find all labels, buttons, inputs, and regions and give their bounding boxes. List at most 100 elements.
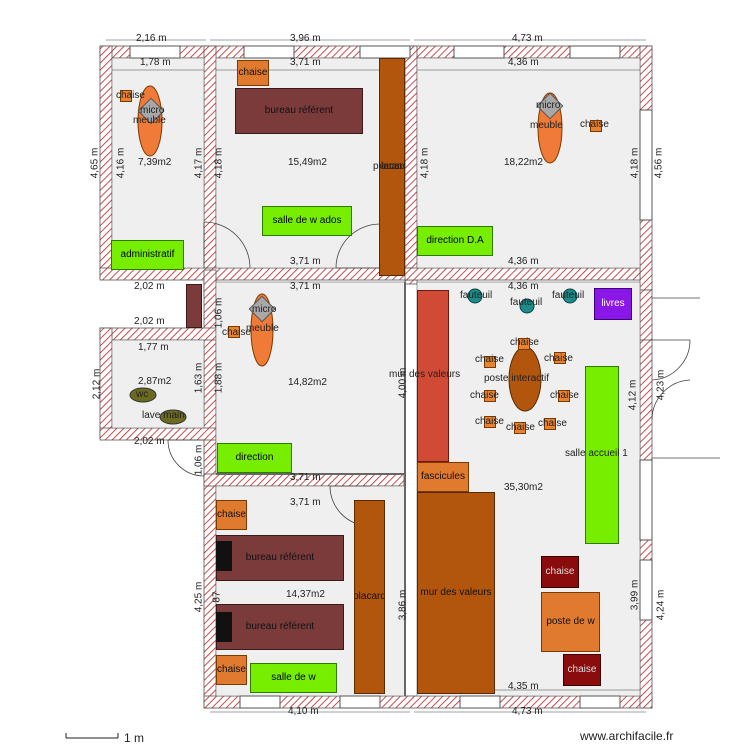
scale-bar (65, 733, 119, 739)
dim-in-371-a: 3,71 m (290, 57, 321, 68)
salle-accueil (585, 366, 619, 544)
chaise-small-9 (484, 416, 496, 428)
dim-v-386: 3,86 m (397, 589, 409, 621)
chaise-top: chaise (237, 60, 269, 86)
chaise-small-10 (514, 422, 526, 434)
dim-mid-436-b: 4,36 m (508, 256, 539, 267)
lbl-chaise-6: chaise (544, 353, 573, 364)
area-7: 14,37m2 (286, 589, 325, 600)
mur-valeurs-top (417, 290, 449, 462)
lbl-meuble-1: meuble (133, 115, 166, 126)
chaise-small-11 (544, 418, 556, 430)
lbl-lave-main: lave main (142, 410, 185, 421)
area-2: 15,49m2 (288, 157, 327, 168)
dim-v-399: 3,99 m (629, 579, 641, 611)
mur-valeurs-bottom: mur des valeurs (417, 492, 495, 694)
bureau-referent-bottom-a: bureau référent (216, 535, 344, 581)
area-1: 7,39m2 (138, 157, 172, 168)
dim-bot-435: 4,35 m (508, 681, 539, 692)
lbl-chaise-5: chaise (475, 354, 504, 365)
chaise-small-7 (484, 390, 496, 402)
windows (129, 45, 653, 709)
archifacile-link[interactable]: www.archifacile.fr (580, 729, 674, 743)
placard-bottom: placard (354, 500, 385, 694)
dim-top-473: 4,73 m (512, 33, 543, 44)
doors (167, 221, 720, 527)
lbl-chaise-2: chaise (580, 119, 609, 130)
lbl-fauteuil-3: fauteuil (552, 290, 585, 301)
bureau-referent-bottom-b: bureau référent (216, 604, 344, 650)
dim-v-418-c: 4,18 m (629, 147, 641, 179)
lbl-micro-3: micro (252, 304, 277, 315)
lbl-chaise-4: chaise (510, 337, 539, 348)
dim-v-212: 2,12 m (91, 368, 103, 400)
cabinet-small (186, 284, 202, 328)
area-3: 18,22m2 (504, 157, 543, 168)
dim-v-418-a: 4,18 m (213, 147, 225, 179)
dim-top-216: 2,16 m (136, 33, 167, 44)
dim-v-412: 4,12 m (627, 379, 639, 411)
lbl-wc: wc (136, 389, 149, 400)
salle-w: salle de w (250, 663, 337, 693)
dim-v-424: 4,24 m (655, 589, 667, 621)
dim-mid-202-b: 2,02 m (134, 316, 165, 327)
dim-mid-202-a: 2,02 m (134, 281, 165, 292)
dim-v-106-b: 1,06 m (193, 444, 205, 476)
scale-label: 1 m (124, 731, 145, 745)
dim-mid-371-d: 3,71 m (290, 472, 321, 483)
dim-v-188: 1,88 m (213, 362, 225, 394)
chaise-small-2 (590, 120, 602, 132)
fascicules: fascicules (417, 462, 469, 492)
lbl-chaise-3: chaise (222, 327, 251, 338)
dim-bot-473: 4,73 m (512, 706, 543, 717)
dim-mid-202-c: 2,02 m (134, 436, 165, 447)
dim-v-400: 4,00 m (397, 367, 409, 399)
lbl-fauteuil-1: fauteuil (460, 290, 493, 301)
chaise-bottom-a: chaise (216, 500, 247, 530)
dim-v-465: 4,65 m (89, 147, 101, 179)
lbl-poste-interactif: poste interactif (484, 373, 550, 384)
dim-mid-436-c: 4,36 m (508, 281, 539, 292)
dim-v-417: 4,17 m (193, 147, 205, 179)
lbl-meuble-3: meuble (246, 323, 279, 334)
dim-bot-410: 4,10 m (288, 706, 319, 717)
area-6: 35,30m2 (504, 482, 543, 493)
dim-v-416: 4,16 m (115, 147, 127, 179)
chaise-bottom-b: chaise (216, 655, 247, 685)
chaise-small-1 (120, 90, 132, 102)
dim-in-178: 1,78 m (140, 57, 171, 68)
chaise-small-4 (518, 338, 530, 350)
dim-top-396: 3,96 m (290, 33, 321, 44)
lbl-chaise-1: chaise (116, 90, 145, 101)
chaise-small-3 (228, 326, 240, 338)
lbl-micro-1: micro (140, 105, 165, 116)
lbl-chaise-7: chaise (470, 390, 499, 401)
dim-v-456: 4,56 m (653, 147, 665, 179)
dim-mid-371-c: 3,71 m (290, 281, 321, 292)
chaise-small-5 (484, 356, 496, 368)
micro-diamonds (137, 92, 564, 323)
dim-in-177: 1,77 m (138, 342, 169, 353)
salle-w-ados: salle de w ados (262, 206, 352, 236)
dim-v-423: 4,23 m (655, 369, 667, 401)
lbl-chaise-9: chaise (475, 416, 504, 427)
lbl-chaise-11: chaise (538, 418, 567, 429)
chaise-small-6 (554, 352, 566, 364)
dim-mid-371-b: 3,71 m (290, 256, 321, 267)
desk-marker-a (216, 541, 232, 571)
lbl-meuble-2: meuble (530, 120, 563, 131)
desk-marker-b (216, 612, 232, 642)
lbl-mur-valeurs-top: mur des valeurs (389, 369, 461, 380)
bureau-referent-top: bureau référent (235, 88, 363, 134)
direction: direction (217, 443, 292, 473)
placard-top: placard (379, 58, 405, 276)
area-5: 2,87m2 (138, 376, 172, 387)
area-4: 14,82m2 (288, 377, 327, 388)
dim-v-106-a: 1,06 m (213, 297, 225, 329)
chaise-small-8 (558, 390, 570, 402)
lbl-chaise-8: chaise (550, 390, 579, 401)
lbl-fauteuil-2: fauteuil (510, 297, 543, 308)
administratif: administratif (111, 240, 184, 270)
chaise-wine-a: chaise (541, 556, 579, 588)
dim-v-163: 1,63 m (193, 362, 205, 394)
